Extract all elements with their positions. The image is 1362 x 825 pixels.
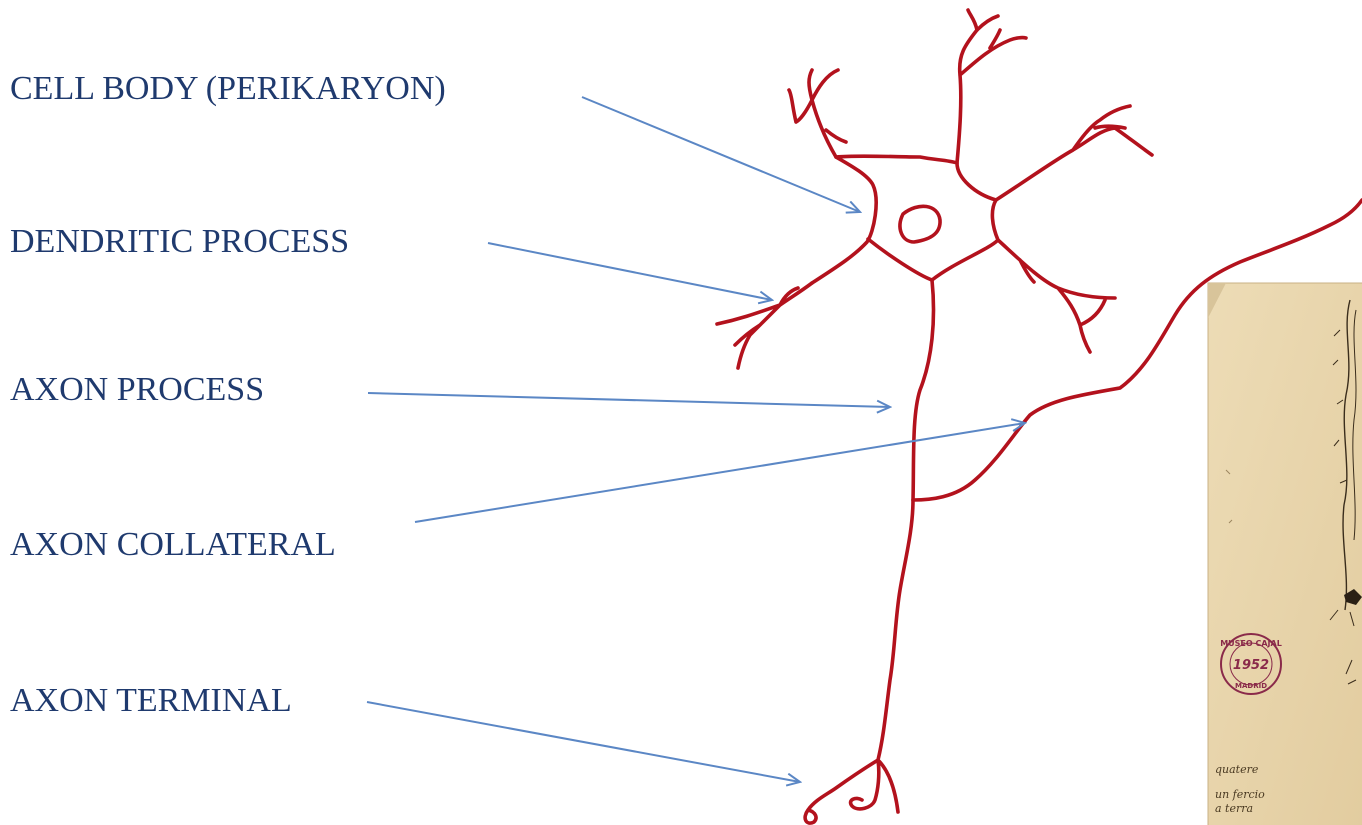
stamp-line1: MUSEO CAJAL <box>1220 639 1282 648</box>
arrow-axon-process <box>368 393 890 407</box>
stamp-line2: MADRID <box>1235 682 1267 690</box>
soma-outline <box>812 156 998 283</box>
nucleus <box>900 206 940 242</box>
arrow-axon-collateral <box>415 423 1025 522</box>
arrow-cell-body <box>582 97 860 212</box>
axon <box>878 280 934 760</box>
arrow-dendritic-process <box>488 243 772 300</box>
annotation-arrows <box>367 97 1025 782</box>
note-line3: a terra <box>1215 802 1253 815</box>
arrow-axon-terminal <box>367 702 800 782</box>
axon-terminals <box>805 760 898 823</box>
note-line2: un fercio <box>1215 788 1265 801</box>
stamp-year: 1952 <box>1233 658 1269 673</box>
note-line1: quatere <box>1215 763 1259 776</box>
historical-drawing-photo <box>1208 283 1362 825</box>
